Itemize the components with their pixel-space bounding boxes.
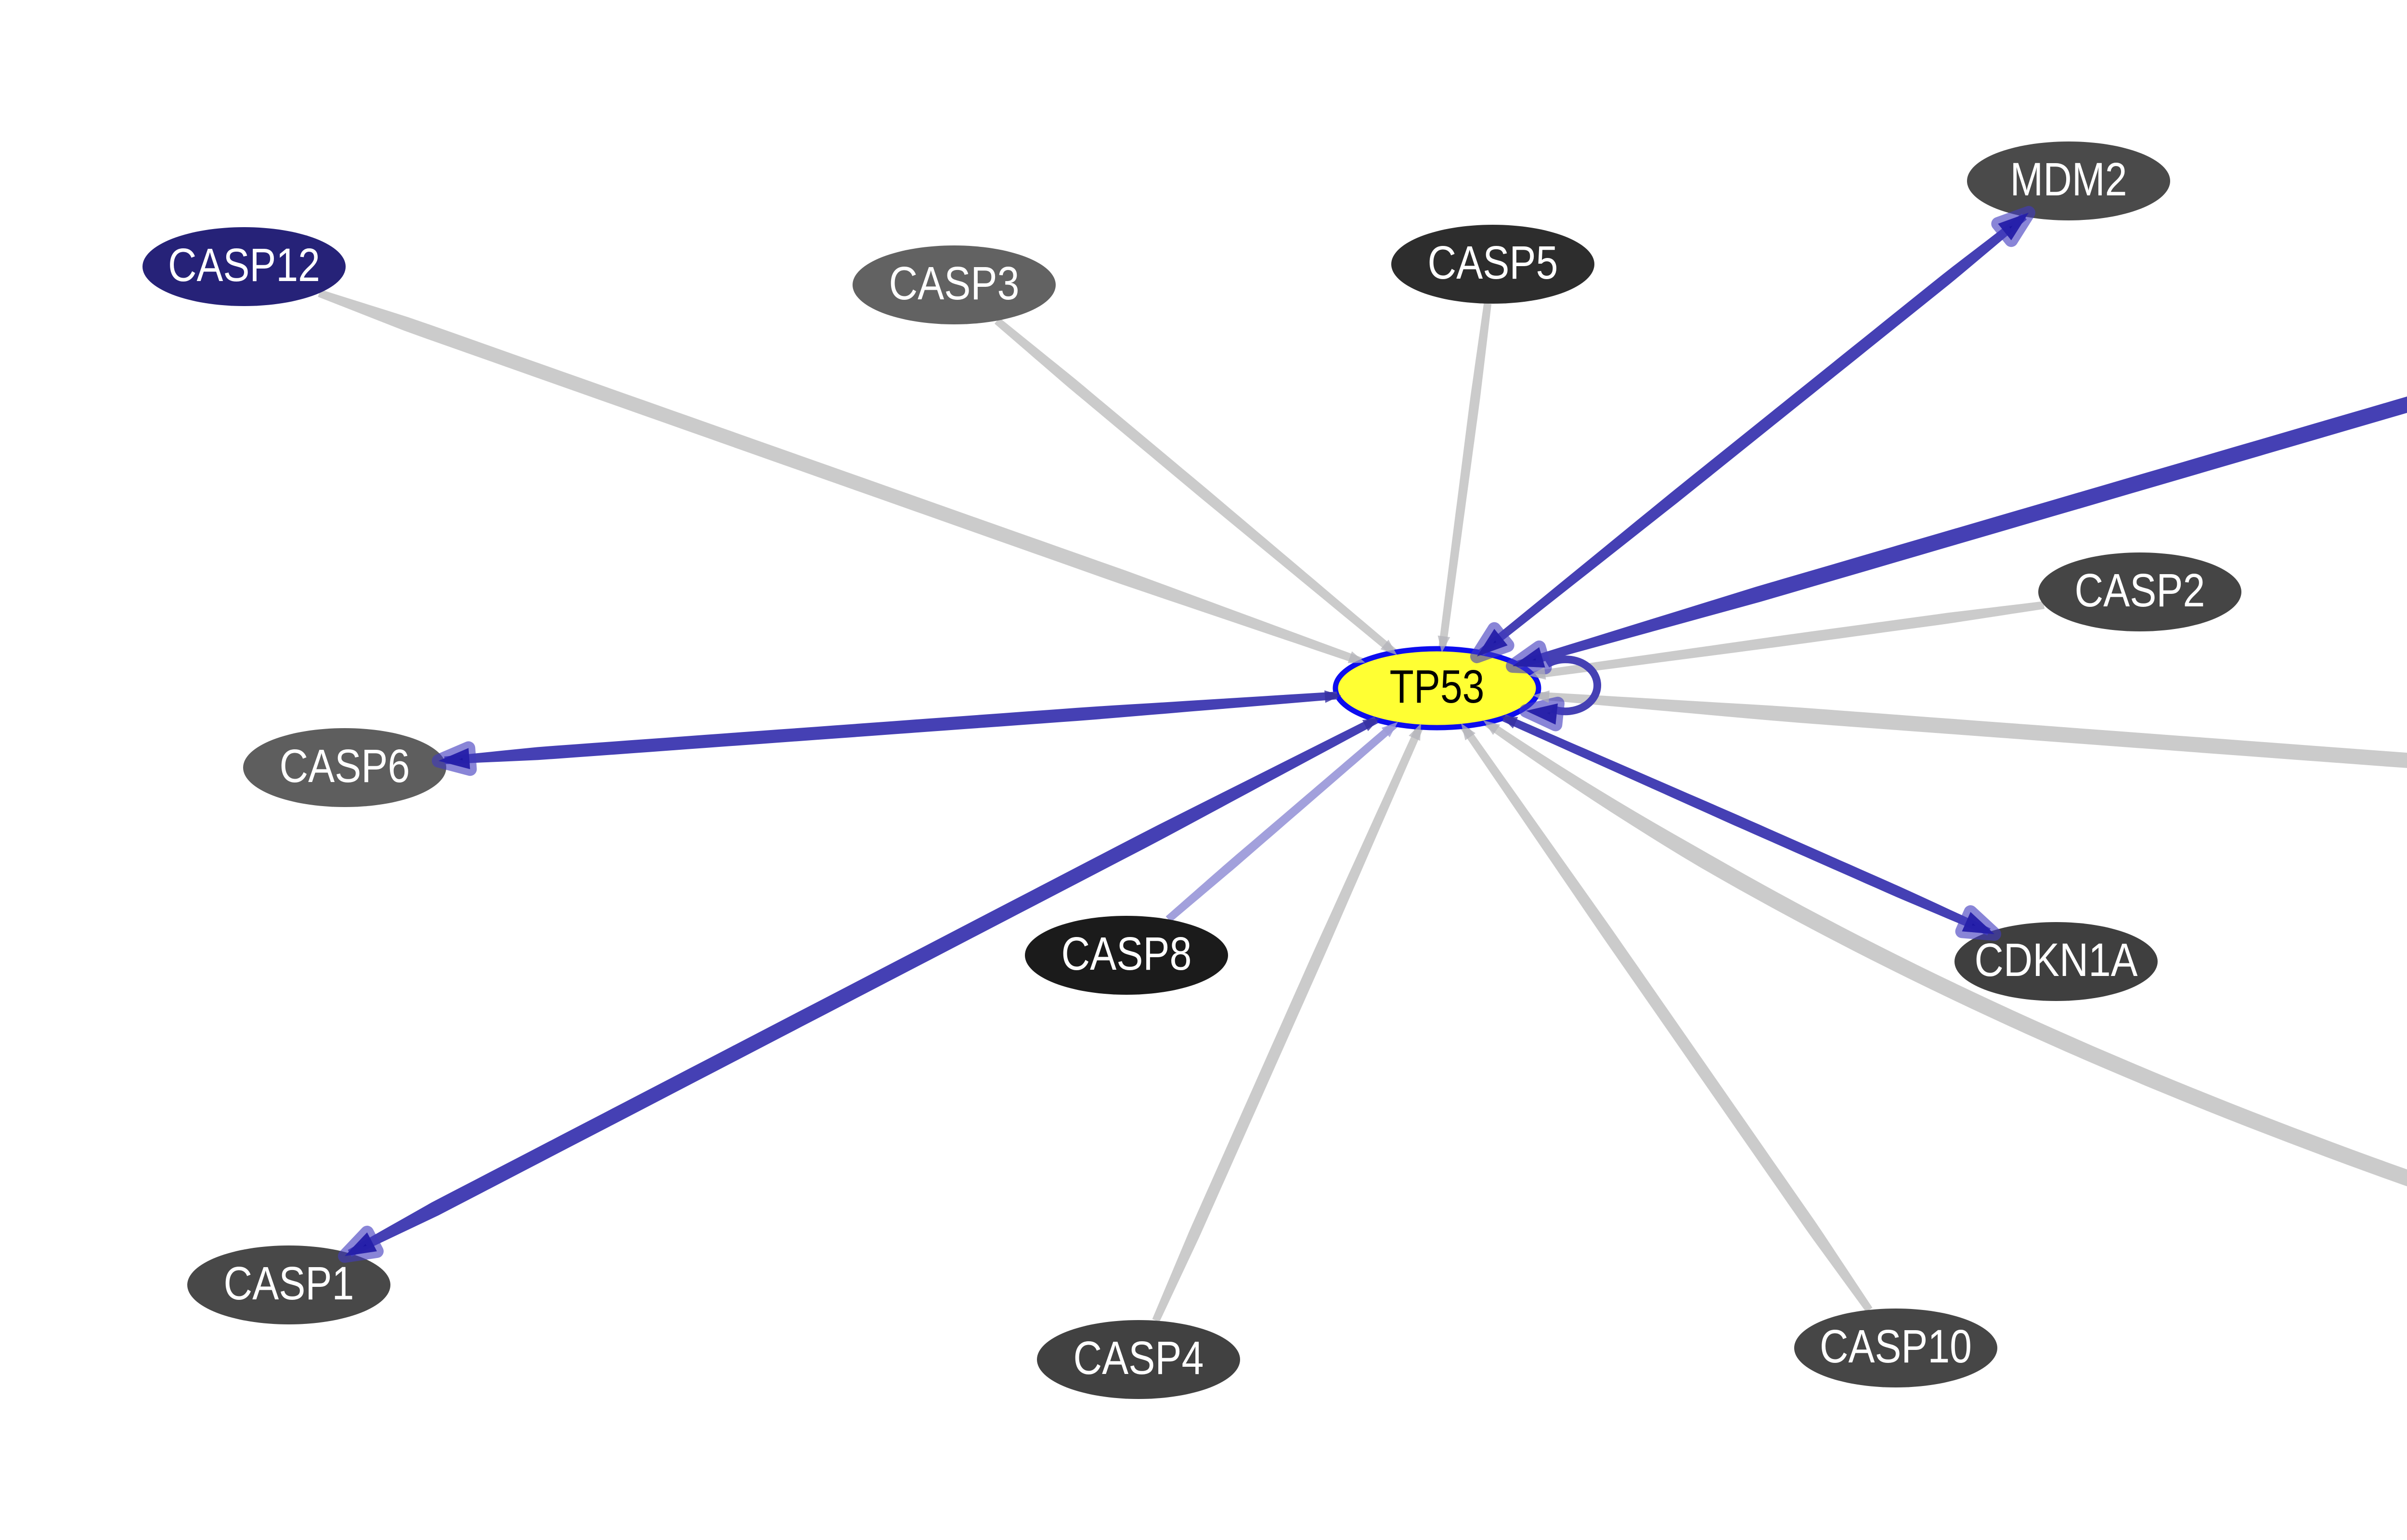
svg-text:CASP5: CASP5	[1428, 236, 1558, 289]
svg-text:TP53: TP53	[1390, 660, 1485, 713]
svg-text:CASP6: CASP6	[280, 740, 410, 792]
svg-text:CASP3: CASP3	[889, 257, 1020, 309]
svg-text:CASP4: CASP4	[1074, 1332, 1204, 1384]
svg-text:CASP8: CASP8	[1061, 927, 1192, 980]
svg-text:CDKN1A: CDKN1A	[1975, 934, 2138, 986]
svg-text:CASP10: CASP10	[1820, 1320, 1972, 1373]
svg-text:CASP12: CASP12	[168, 239, 320, 291]
svg-text:MDM2: MDM2	[2010, 153, 2127, 205]
svg-text:CASP2: CASP2	[2075, 564, 2205, 616]
svg-text:CASP1: CASP1	[224, 1257, 354, 1309]
